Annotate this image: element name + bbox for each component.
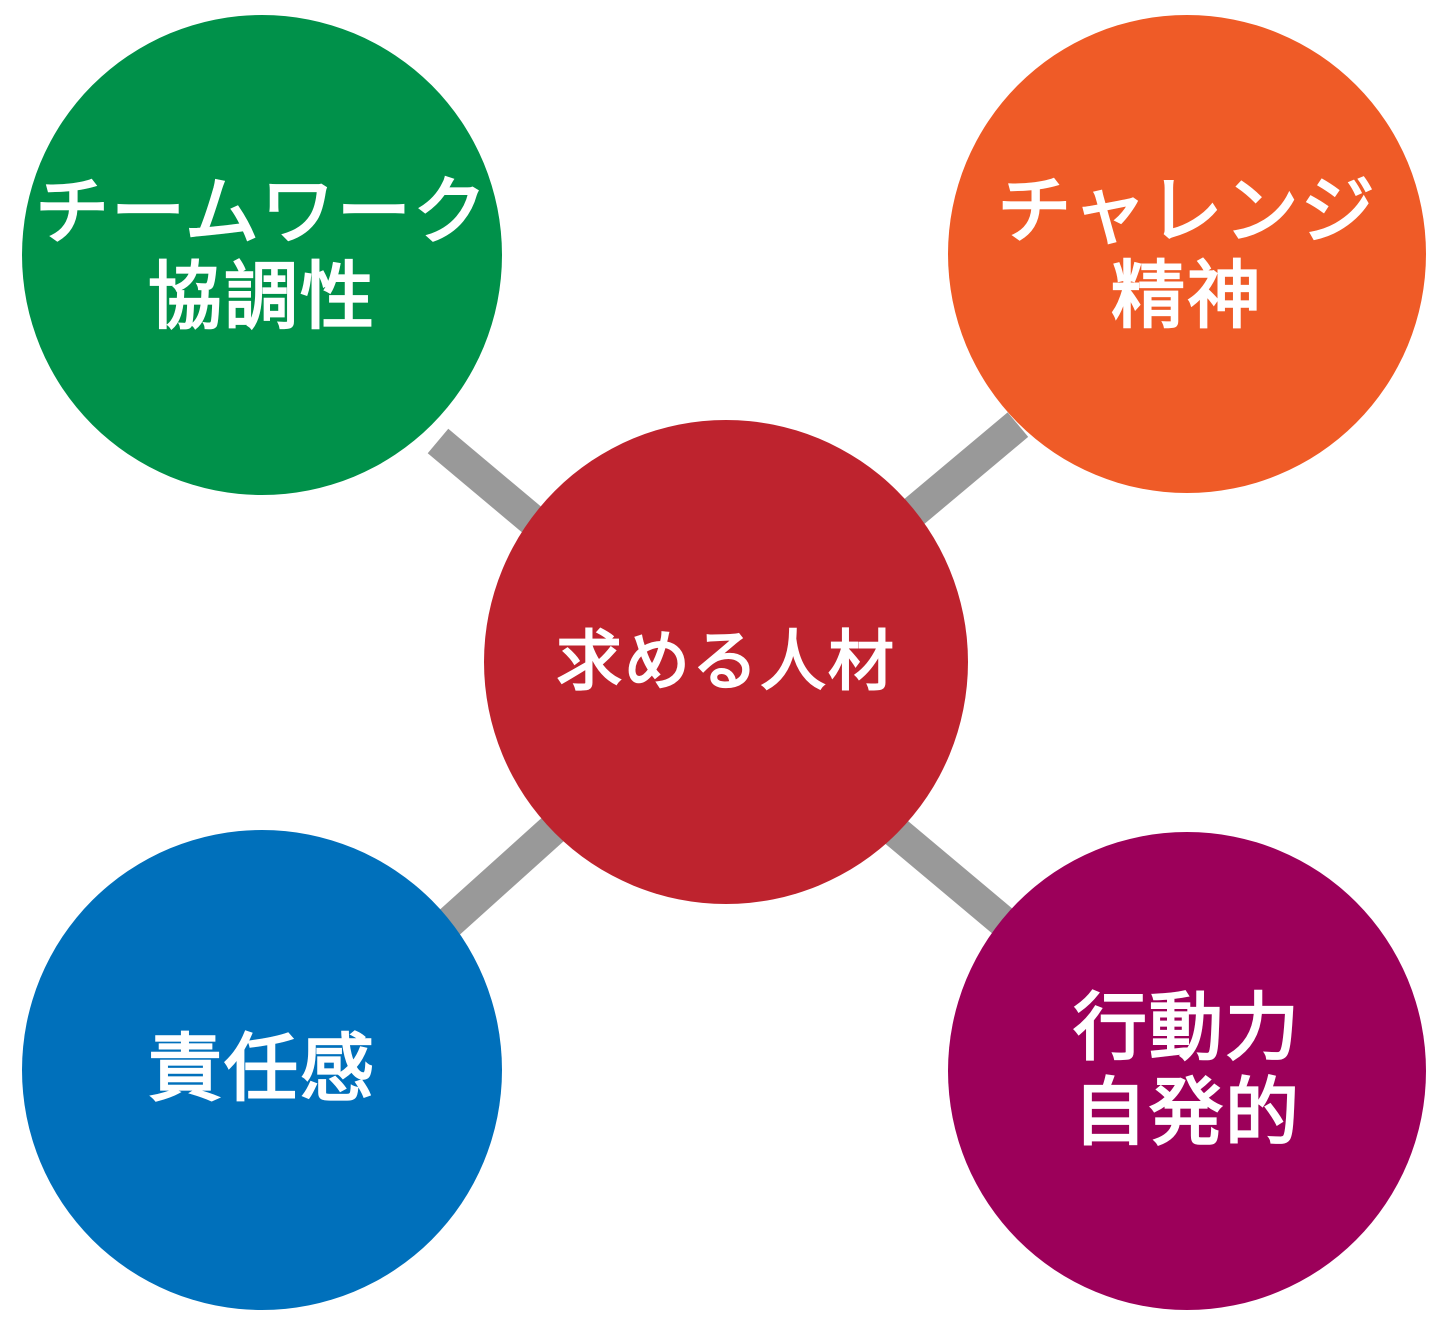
- node-challenge: チャレンジ 精神: [948, 15, 1426, 493]
- node-teamwork-line1: チームワーク: [35, 168, 489, 255]
- node-center-label: 求める人材: [556, 623, 896, 701]
- node-center: 求める人材: [484, 420, 968, 904]
- node-action-line1: 行動力: [1073, 984, 1301, 1071]
- node-teamwork: チームワーク 協調性: [22, 15, 502, 495]
- node-challenge-line1: チャレンジ: [997, 167, 1377, 254]
- node-teamwork-line2: 協調性: [148, 254, 376, 340]
- node-action: 行動力 自発的: [948, 832, 1426, 1310]
- node-action-line2: 自発的: [1073, 1070, 1301, 1156]
- node-challenge-line2: 精神: [1111, 253, 1263, 339]
- node-responsibility-line1: 責任感: [148, 1026, 376, 1113]
- node-responsibility: 責任感: [22, 830, 502, 1310]
